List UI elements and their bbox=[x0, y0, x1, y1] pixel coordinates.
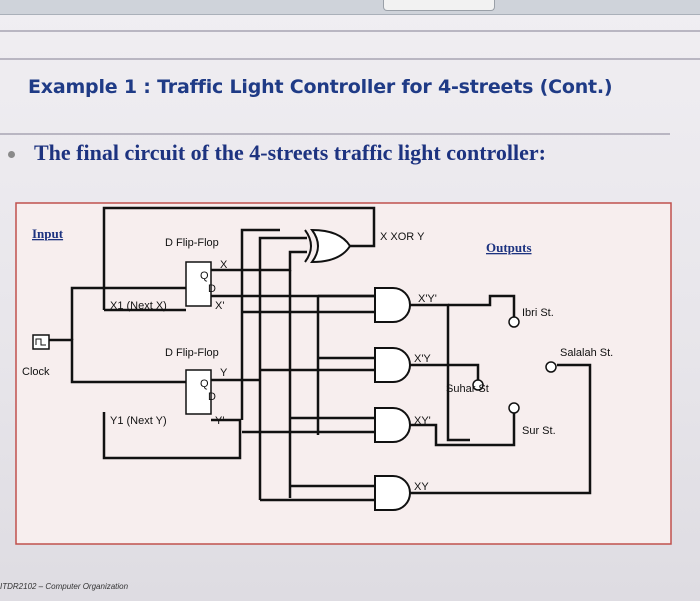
wire-ybar bbox=[102, 412, 242, 460]
flipflop-x-next: X1 (Next X) bbox=[110, 300, 167, 312]
and-gate-2 bbox=[374, 407, 411, 443]
flipflop-x-out: X bbox=[220, 259, 228, 271]
output-salalah: Salalah St. bbox=[560, 347, 613, 359]
output-sur: Sur St. bbox=[522, 425, 556, 437]
lamp-sur-icon bbox=[508, 402, 520, 414]
wire-feedback-x bbox=[102, 206, 376, 310]
divider bbox=[0, 58, 700, 60]
wire-clock bbox=[49, 338, 186, 384]
flipflop-y-q: Q bbox=[200, 378, 209, 390]
output-ibri: Ibri St. bbox=[522, 307, 554, 319]
divider bbox=[0, 30, 700, 32]
input-header: Input bbox=[32, 226, 64, 241]
and-label-3: XY bbox=[414, 481, 429, 493]
flipflop-x bbox=[185, 261, 212, 307]
lamp-ibri-icon bbox=[508, 316, 520, 328]
bullet-icon bbox=[8, 151, 15, 158]
and-gate-3 bbox=[374, 475, 411, 511]
flipflop-y-next: Y1 (Next Y) bbox=[110, 415, 167, 427]
wire-clock-x bbox=[70, 286, 186, 340]
flipflop-y-title: D Flip-Flop bbox=[165, 347, 219, 359]
and-label-2: XY' bbox=[414, 415, 431, 427]
wire-out-ibri bbox=[410, 303, 470, 442]
flipflop-y-d: D bbox=[208, 391, 216, 403]
flipflop-x-q: Q bbox=[200, 270, 209, 282]
and-gate-1 bbox=[374, 347, 411, 383]
wire-x-out bbox=[211, 250, 307, 272]
flipflop-x-title: D Flip-Flop bbox=[165, 237, 219, 249]
wire-out-sur bbox=[410, 412, 516, 447]
wire-y-xor bbox=[258, 236, 307, 252]
xor-label: X XOR Y bbox=[380, 231, 425, 243]
flipflop-x-d: D bbox=[208, 283, 216, 295]
wires bbox=[49, 206, 592, 502]
output-suhar: Suhar St bbox=[446, 383, 489, 395]
divider bbox=[0, 133, 670, 135]
flipflop-y-out: Y bbox=[220, 367, 228, 379]
slide-footer: ITDR2102 – Computer Organization bbox=[0, 582, 129, 591]
lamp-suhar-icon bbox=[472, 379, 484, 391]
flipflop-x-outbar: X' bbox=[215, 300, 224, 312]
wire-out-salalah bbox=[410, 363, 592, 495]
xor-gate bbox=[304, 228, 352, 264]
slide-subtitle: The final circuit of the 4-streets traff… bbox=[34, 140, 546, 165]
wire-ybar-up bbox=[240, 228, 280, 238]
ribbon-tab[interactable] bbox=[383, 0, 495, 11]
flipflop-y bbox=[185, 369, 212, 415]
lamp-salalah-icon bbox=[545, 361, 557, 373]
window-top-bar bbox=[0, 0, 700, 15]
wire-out-suhar bbox=[410, 363, 480, 380]
and-label-1: X'Y bbox=[414, 353, 431, 365]
and-label-0: X'Y' bbox=[418, 293, 437, 305]
slide-title: Example 1 : Traffic Light Controller for… bbox=[28, 76, 613, 98]
outputs-header: Outputs bbox=[486, 240, 532, 255]
clock-label: Clock bbox=[22, 366, 50, 378]
and-gate-0 bbox=[374, 287, 411, 323]
flipflop-y-outbar: Y' bbox=[215, 415, 224, 427]
